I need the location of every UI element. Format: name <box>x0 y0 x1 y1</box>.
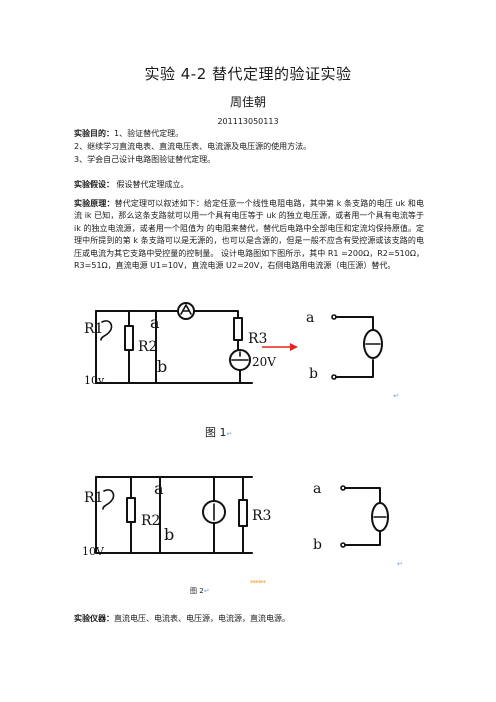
fig1-label-10v: 10v <box>84 374 105 387</box>
fig1-replacement-wire <box>335 316 374 378</box>
purpose-item-2: 2、继续学习直流电表、直流电压表、电流源及电压源的使用方法。 <box>74 142 312 151</box>
fig2-right-label-a: a <box>313 481 321 497</box>
fig1-para-mark: ↵ <box>393 392 399 400</box>
fig1-label-b: b <box>157 357 167 376</box>
author-name: 周佳朝 <box>229 95 266 109</box>
hypothesis-label: 实验假设： <box>74 180 114 189</box>
fig2-r3-resistor <box>238 499 248 527</box>
equipment-text: 直流电压、电流表、电压源，电流源，直流电源。 <box>114 614 290 623</box>
fig2-replacement-wire <box>344 487 381 546</box>
purpose-item-1: 1、验证替代定理。 <box>114 129 184 138</box>
hypothesis-text: 假设替代定理成立。 <box>114 180 189 189</box>
fig2-label-r1: R1 <box>84 490 103 506</box>
principle-text: 替代定理可以叙述如下：给定任意一个线性电阻电路，其中第 k 条支路的电压 uk … <box>74 199 424 271</box>
fig1-label-r1: R1 <box>84 321 103 337</box>
purpose-item-3: 3、学会自己设计电路图验证替代定理。 <box>74 155 216 164</box>
fig1-replacement-source <box>363 329 383 359</box>
fig1-right-label-a: a <box>306 310 314 326</box>
fig1-voltage-source-mark <box>231 351 249 361</box>
fig1-right-label-b: b <box>309 366 318 382</box>
fig2-label-a: a <box>154 479 164 498</box>
fig1-label-a: a <box>150 313 160 332</box>
fig1-r1-shape <box>100 320 113 341</box>
fig2-label-r2: R2 <box>141 513 160 529</box>
fig1-r2-resistor <box>124 325 134 351</box>
fig2-label-b: b <box>164 525 174 544</box>
fig1-ammeter-mark <box>180 304 192 315</box>
fig2-r2-resistor <box>126 497 136 523</box>
document-title: 实验 4-2 替代定理的验证实验 <box>144 65 352 83</box>
purpose-label: 实验目的： <box>74 129 114 138</box>
fig2-label-10v: 10V <box>82 545 105 558</box>
figure-1-caption-mark: ↵ <box>226 430 233 438</box>
fig2-current-source <box>202 500 226 524</box>
student-id: 201113050113 <box>217 117 279 126</box>
stars-decoration: ****** <box>250 579 266 587</box>
figure-1-caption-text: 图 1 <box>205 426 227 439</box>
purpose-line-1: 实验目的：1、验证替代定理。 <box>74 128 183 139</box>
equipment-line: 实验仪器：直流电压、电流表、电压源，电流源，直流电源。 <box>74 613 290 624</box>
fig2-label-r3: R3 <box>252 508 271 524</box>
fig1-label-r3: R3 <box>248 331 267 347</box>
principle-paragraph: 实验原理：替代定理可以叙述如下：给定任意一个线性电阻电路，其中第 k 条支路的电… <box>74 198 424 272</box>
fig2-right-label-b: b <box>313 537 322 553</box>
figure-2-caption-mark: ↵ <box>203 587 210 595</box>
principle-label: 实验原理： <box>74 199 115 208</box>
figure-1-caption: 图 1↵ <box>205 424 232 440</box>
fig1-label-r2: R2 <box>138 339 157 355</box>
equipment-label: 实验仪器： <box>74 614 114 623</box>
fig2-replacement-source <box>371 502 389 532</box>
fig1-ammeter <box>177 302 195 320</box>
hypothesis-line: 实验假设： 假设替代定理成立。 <box>74 179 189 190</box>
fig1-arrow-head <box>290 343 298 351</box>
fig2-r1-shape <box>102 489 115 510</box>
figure-2-caption-text: 图 2 <box>190 587 204 595</box>
fig1-label-20v: 20V <box>252 355 276 369</box>
fig2-para-mark: ↵ <box>397 560 403 568</box>
figure-2-caption: 图 2↵ <box>190 586 210 596</box>
fig1-top-wire <box>95 310 239 319</box>
